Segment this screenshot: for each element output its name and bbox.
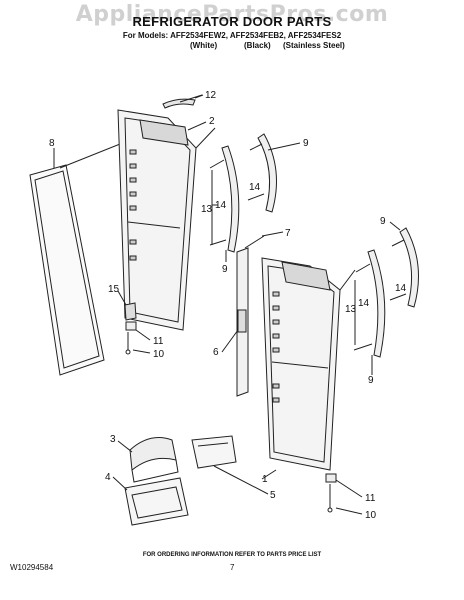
left-hinge-hardware-part [124,302,151,355]
callout-labels: 12 2 8 9 14 13 14 7 9 9 15 11 10 6 13 14… [49,90,407,521]
callout-8: 8 [49,138,55,149]
callout-9-left-bottom: 9 [222,264,228,275]
left-handle-part [209,133,277,253]
leader-lines [53,94,401,495]
right-handle-part [353,227,419,358]
variant-black: (Black) [244,41,271,50]
callout-11-right: 11 [365,493,376,504]
watermark: AppliancePartsPros.com [75,2,389,27]
callout-14-right-a: 14 [358,298,370,309]
right-hinge-hardware-part [325,473,363,515]
callout-12: 12 [205,90,217,101]
callout-9-right-bottom: 9 [368,375,374,386]
callout-6: 6 [213,347,219,358]
callout-11-left: 11 [153,336,164,347]
callout-7: 7 [285,228,291,239]
variant-stainless: (Stainless Steel) [283,41,345,50]
dairy-door-part [129,437,179,483]
callout-9-top-left: 9 [303,138,309,149]
ordering-info: FOR ORDERING INFORMATION REFER TO PARTS … [142,552,322,558]
variant-white: (White) [190,41,218,50]
left-door-liner-part [117,109,216,331]
page-number: 7 [230,563,235,572]
page-title: REFRIGERATOR DOOR PARTS [132,14,332,29]
callout-10-right: 10 [365,510,377,521]
right-door-liner-part [261,257,356,471]
hinge-strip-part [236,235,265,397]
callout-13-right: 13 [345,304,357,315]
door-bin-part [191,435,237,469]
callout-14-right-b: 14 [395,283,407,294]
callout-13-left: 13 [201,204,213,215]
callout-14-left-b: 14 [215,200,227,211]
door-gasket-part [29,139,131,376]
callout-15: 15 [108,284,120,295]
model-variants: (White) (Black) (Stainless Steel) [0,41,464,51]
callout-14-left-a: 14 [249,182,261,193]
callout-5: 5 [270,490,276,501]
models-line: For Models: AFF2534FEW2, AFF2534FEB2, AF… [122,31,342,40]
callout-3: 3 [110,434,116,445]
callout-9-top-right: 9 [380,216,386,227]
dairy-bin-part [124,477,189,526]
callout-10-left: 10 [153,349,165,360]
callout-4: 4 [105,472,111,483]
document-number: W10294584 [10,563,54,572]
callout-2: 2 [209,116,215,127]
callout-1: 1 [262,474,268,485]
